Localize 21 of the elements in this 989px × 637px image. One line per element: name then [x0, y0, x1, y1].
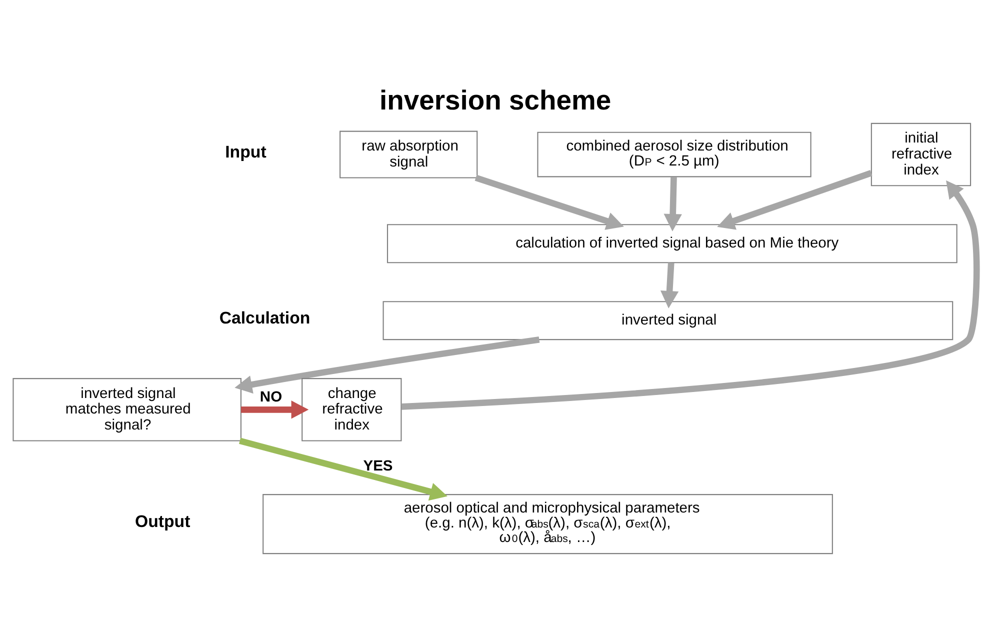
label: Input — [224, 142, 266, 161]
arrow — [660, 262, 678, 308]
arrow — [234, 336, 540, 394]
node-box: raw absorption signal — [339, 130, 478, 178]
arrow — [474, 174, 624, 230]
node-box: calculation of inverted signal based on Mie theory — [386, 224, 957, 263]
label: Output — [134, 512, 190, 531]
node-box: change refractive index — [301, 378, 402, 441]
label: Calculation — [218, 308, 310, 328]
arrow — [240, 400, 308, 418]
node-box: inverted signal — [382, 300, 953, 340]
arrow — [663, 176, 682, 231]
node-box: combined aerosol size distribution (DP < 2.5 µm) — [536, 131, 811, 177]
node-box: initial refractive index — [870, 122, 971, 186]
diagram-title: inversion scheme — [379, 84, 611, 116]
node-box: inverted signal matches measured signal? — [12, 378, 241, 441]
arrow — [238, 437, 447, 500]
edge-label: YES — [362, 458, 392, 474]
arrow — [716, 170, 872, 230]
edge-label: NO — [259, 388, 282, 405]
arrow — [400, 180, 980, 410]
